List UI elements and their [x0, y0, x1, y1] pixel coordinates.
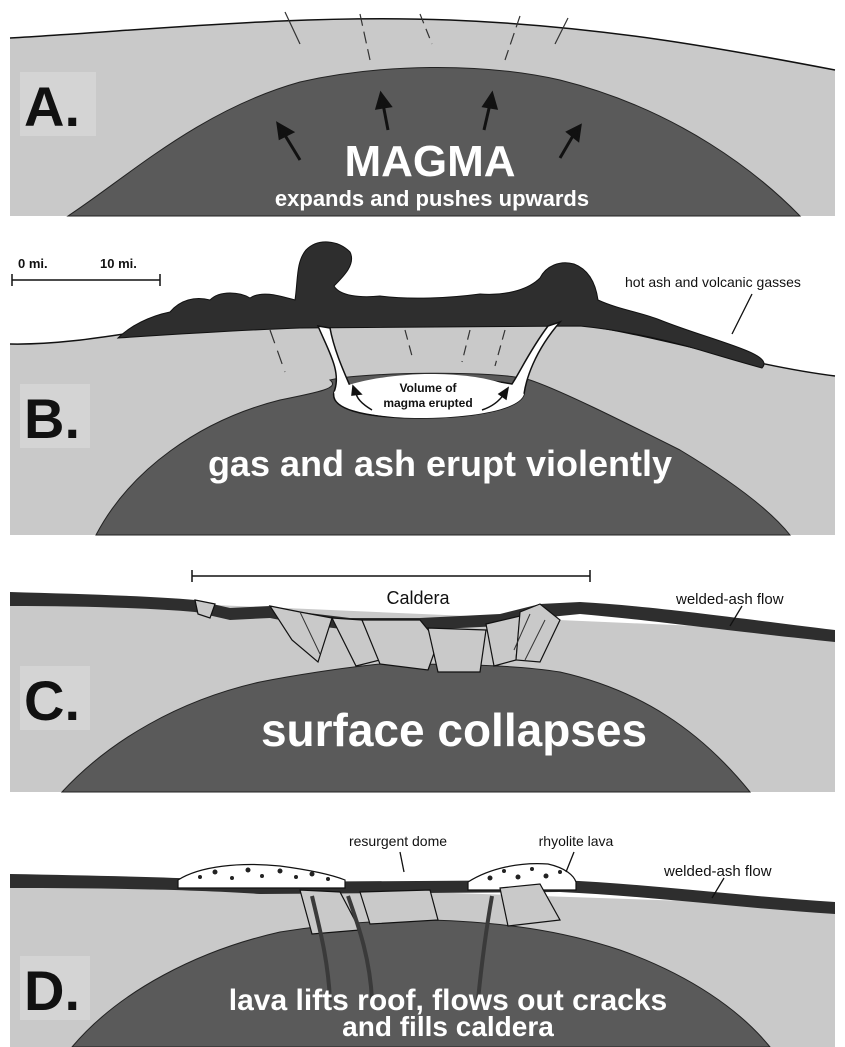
panel-a-title: MAGMA	[344, 137, 515, 186]
panel-a-letter: A.	[24, 75, 80, 138]
panel-b-caption: gas and ash erupt violently	[208, 443, 672, 484]
panel-b-scale-bar: 0 mi. 10 mi.	[12, 256, 160, 286]
label-volume-2: magma erupted	[383, 396, 472, 410]
panel-b: 0 mi. 10 mi. hot ash and volcanic gasses…	[10, 242, 835, 535]
label-rhyolite-lava: rhyolite lava	[539, 833, 614, 849]
panel-c-caption: surface collapses	[261, 704, 647, 756]
leader-resurgent-dome	[400, 852, 404, 872]
panel-a: A. MAGMA expands and pushes upwards	[10, 12, 835, 216]
label-caldera: Caldera	[386, 588, 450, 608]
leader-rhyolite-lava	[566, 852, 574, 872]
panel-d-letter: D.	[24, 959, 80, 1022]
panel-d-caption-2: and fills caldera	[342, 1011, 554, 1042]
label-welded-ash-c: welded-ash flow	[675, 591, 784, 608]
panel-b-letter: B.	[24, 387, 80, 450]
label-volume-1: Volume of	[399, 381, 457, 395]
panel-a-subtitle: expands and pushes upwards	[275, 186, 589, 211]
panel-c-letter: C.	[24, 669, 80, 732]
caldera-span	[192, 570, 590, 582]
panel-c: Caldera welded-ash flow C. surface colla…	[10, 570, 835, 792]
scale-end-label: 10 mi.	[100, 256, 137, 271]
panel-d: resurgent dome rhyolite lava welded-ash …	[10, 833, 835, 1047]
label-hot-ash: hot ash and volcanic gasses	[625, 274, 801, 290]
leader-hot-ash	[732, 294, 752, 334]
label-resurgent-dome: resurgent dome	[349, 833, 447, 849]
scale-start-label: 0 mi.	[18, 256, 48, 271]
label-welded-ash-d: welded-ash flow	[663, 863, 772, 880]
